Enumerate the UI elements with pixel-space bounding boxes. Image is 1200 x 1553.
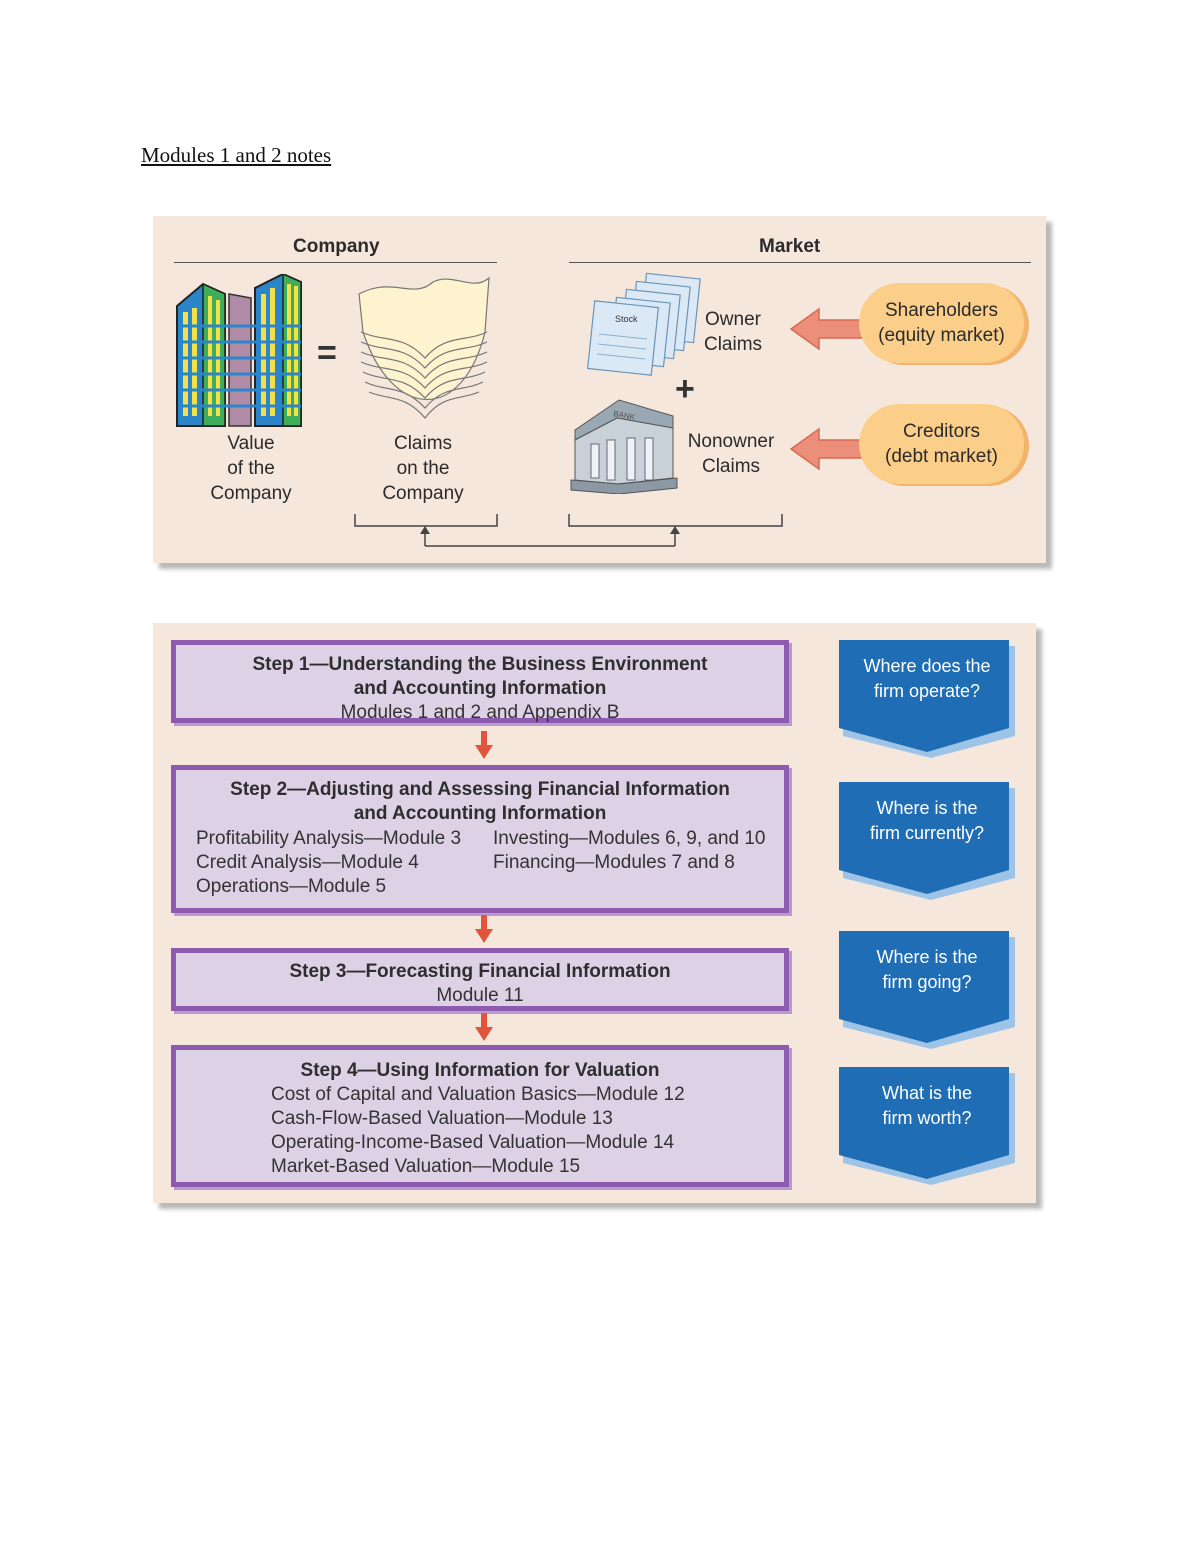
- list-item: Cash-Flow-Based Valuation—Module 13: [271, 1108, 613, 1129]
- bank-sign-label: BANK: [613, 409, 637, 422]
- claims-on-company-label: Claims on the Company: [382, 433, 464, 504]
- list-item: Credit Analysis—Module 4: [196, 852, 419, 873]
- list-item: Operations—Module 5: [196, 876, 387, 897]
- step-2-title: Step 2—Adjusting and Assessing Financial…: [230, 779, 730, 824]
- equals-sign: =: [317, 334, 337, 372]
- step-1-box: Step 1—Understanding the Business Enviro…: [171, 640, 789, 723]
- chevron-shape-icon: [839, 782, 1015, 900]
- question-text: What is the firm worth?: [881, 1083, 973, 1128]
- step-2-to-3-arrow-icon: [475, 915, 493, 943]
- value-of-company-label: Value of the Company: [210, 433, 292, 504]
- step-1-to-2-arrow-icon: [475, 731, 493, 759]
- chevron-shape-icon: [839, 640, 1015, 758]
- market-header: Market: [759, 236, 821, 257]
- stock-certificates-icon: Stock: [586, 272, 701, 376]
- chevron-shape-icon: [839, 931, 1015, 1049]
- step-2-left-list: Profitability Analysis—Module 3 Credit A…: [196, 827, 461, 899]
- bank-icon: BANK: [570, 399, 678, 494]
- list-item: Financing—Modules 7 and 8: [493, 852, 735, 873]
- step-1-content: Modules 1 and 2 and Appendix B: [340, 702, 620, 723]
- list-item: Operating-Income-Based Valuation—Module …: [271, 1132, 675, 1153]
- question-chevron-4: What is the firm worth?: [839, 1067, 1015, 1187]
- creditors-pill: Creditors (debt market): [859, 404, 1024, 484]
- step-4-title: Step 4—Using Information for Valuation: [300, 1060, 660, 1081]
- equity-flow-arrow-icon: [789, 307, 864, 351]
- question-chevron-3: Where is the firm going?: [839, 931, 1015, 1051]
- question-text: Where is the firm currently?: [869, 798, 985, 843]
- step-3-content: Module 11: [436, 985, 524, 1006]
- step-4-box: Step 4—Using Information for Valuation C…: [171, 1045, 789, 1187]
- question-chevron-1: Where does the firm operate?: [839, 640, 1015, 760]
- question-text: Where does the firm operate?: [863, 656, 991, 701]
- list-item: Investing—Modules 6, 9, and 10: [493, 828, 766, 849]
- step-3-box: Step 3—Forecasting Financial Information…: [171, 948, 789, 1011]
- step-1-title: Step 1—Understanding the Business Enviro…: [252, 654, 708, 699]
- debt-flow-arrow-icon: [789, 427, 864, 471]
- claims-paper-stack-icon: [358, 276, 490, 419]
- market-header-rule: [569, 262, 1031, 263]
- step-2-box: Step 2—Adjusting and Assessing Financial…: [171, 765, 789, 913]
- chevron-shape-icon: [839, 1067, 1015, 1185]
- owner-claims-label: Owner Claims: [703, 309, 763, 355]
- skyscrapers-icon: [176, 274, 302, 427]
- company-market-figure: Company Market =: [153, 216, 1046, 563]
- question-chevron-2: Where is the firm currently?: [839, 782, 1015, 902]
- company-header-rule: [174, 262, 497, 263]
- step-4-content: Cost of Capital and Valuation Basics—Mod…: [176, 1083, 784, 1179]
- list-item: Cost of Capital and Valuation Basics—Mod…: [271, 1084, 685, 1105]
- stock-certificate-label: Stock: [615, 314, 638, 324]
- step-3-title: Step 3—Forecasting Financial Information: [289, 961, 671, 982]
- step-2-right-list: Investing—Modules 6, 9, and 10 Financing…: [493, 827, 766, 875]
- list-item: Profitability Analysis—Module 3: [196, 828, 462, 849]
- list-item: Market-Based Valuation—Module 15: [271, 1156, 581, 1177]
- step-3-to-4-arrow-icon: [475, 1013, 493, 1041]
- question-text: Where is the firm going?: [876, 947, 978, 992]
- claims-link-bracket: [354, 514, 783, 547]
- plus-sign: +: [675, 370, 695, 408]
- company-header: Company: [293, 236, 380, 257]
- nonowner-claims-label: Nonowner Claims: [687, 431, 775, 477]
- document-title: Modules 1 and 2 notes: [141, 143, 332, 167]
- shareholders-pill: Shareholders (equity market): [859, 283, 1024, 363]
- analysis-steps-figure: Step 1—Understanding the Business Enviro…: [153, 623, 1036, 1203]
